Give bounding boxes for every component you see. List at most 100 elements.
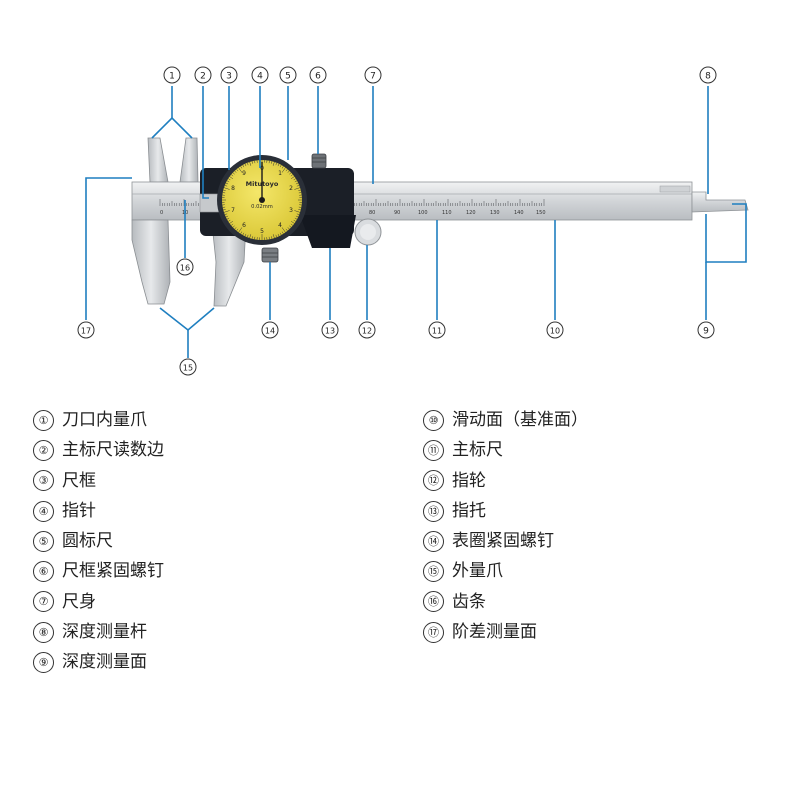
legend-number: ⑰	[423, 621, 444, 643]
legend-item: ⑯ 齿条	[423, 587, 588, 617]
dial-tick	[277, 163, 280, 167]
callout-badge-14: 14	[261, 321, 279, 339]
dial-tick	[298, 189, 301, 191]
dial-tick	[289, 172, 292, 175]
legend-label: 指针	[62, 500, 96, 521]
dial-number: 7	[231, 207, 235, 214]
legend-number: ⑮	[423, 561, 444, 583]
dial-tick	[229, 220, 234, 224]
callout-badge-17: 17	[77, 321, 95, 339]
scale-number: 130	[490, 210, 500, 216]
scale-number: 140	[514, 210, 524, 216]
legend-number: ⑯	[423, 591, 444, 613]
dial-tick	[242, 232, 245, 236]
legend-number: ⑫	[423, 470, 444, 492]
thumb-roller	[354, 218, 382, 246]
dial-tick	[240, 166, 243, 169]
callout-badge-15: 15	[179, 358, 197, 376]
legend-number: ⑬	[423, 500, 444, 522]
dial-tick	[225, 215, 229, 218]
dial-tick	[290, 223, 293, 226]
dial-tick	[238, 227, 243, 233]
callout-badge-9: 9	[697, 321, 715, 339]
dial-tick	[236, 169, 239, 172]
legend-label: 滑动面（基准面）	[452, 410, 588, 430]
dial-tick	[294, 187, 301, 190]
svg-text:10: 10	[550, 327, 560, 336]
legend-number: ⑪	[423, 439, 444, 461]
legend-label: 指托	[452, 500, 486, 521]
inside-jaws	[147, 137, 199, 183]
dial-tick	[247, 162, 249, 166]
legend-label: 齿条	[452, 591, 486, 612]
dial-tick	[272, 234, 275, 239]
dial-tick	[244, 163, 247, 167]
svg-text:8: 8	[705, 72, 711, 82]
legend-label: 圆标尺	[62, 531, 113, 552]
dial-tick	[249, 161, 252, 166]
dial-tick	[295, 182, 299, 185]
callout-badge-10: 10	[546, 321, 564, 339]
dial-resolution: 0.02mm	[251, 204, 273, 210]
legend-label: 尺身	[62, 591, 96, 612]
dial-tick	[247, 234, 249, 238]
dial-tick	[242, 164, 245, 168]
bezel-clamp-screw	[261, 247, 279, 263]
dial-ticks	[222, 160, 302, 240]
scale-number: 100	[418, 210, 428, 216]
dial-tick	[223, 187, 230, 190]
scale-number: 120	[466, 210, 476, 216]
dial-tick	[294, 217, 298, 220]
dial-tick	[223, 210, 230, 213]
dial-tick	[281, 167, 286, 173]
dial-number: 8	[231, 185, 235, 192]
dial-tick	[281, 231, 284, 234]
dial-tick	[249, 234, 252, 239]
callout-line-1	[151, 116, 193, 139]
dial: Mitutoyo 0.02mm 0 1 2 3 4 5 6 7 8 9	[217, 155, 307, 245]
dial-tick	[296, 213, 300, 215]
legend-number: ②	[33, 439, 54, 461]
legend-number: ⑭	[423, 530, 444, 552]
dial-tick	[234, 227, 237, 230]
legend-number: ③	[33, 470, 54, 492]
dial-tick	[298, 209, 301, 211]
scale-number: 0	[160, 210, 163, 216]
legend-label: 尺框	[62, 470, 96, 491]
dial-tick	[244, 233, 247, 237]
svg-text:16: 16	[180, 264, 190, 273]
callout-badge-12: 12	[358, 321, 376, 339]
callout-badge-7: 7	[364, 66, 382, 84]
dial-tick	[226, 180, 230, 183]
svg-text:5: 5	[285, 72, 291, 82]
svg-text:15: 15	[183, 364, 193, 373]
dial-tick	[285, 228, 288, 231]
caliper-illustration: 0 10 80 90 100 110 120 130 140 150	[77, 66, 749, 376]
dial-tick	[231, 174, 234, 177]
callout-lines	[85, 86, 747, 358]
callout-badge-16: 16	[176, 258, 194, 276]
svg-text:9: 9	[703, 327, 709, 337]
svg-text:11: 11	[432, 327, 442, 336]
dial-number: 3	[289, 207, 293, 214]
dial-tick	[287, 170, 290, 173]
dial-tick	[294, 210, 301, 213]
dial-tick	[232, 172, 235, 175]
legend-number: ⑤	[33, 530, 54, 552]
legend-item: ⑤ 圆标尺	[33, 526, 164, 556]
svg-text:7: 7	[370, 72, 376, 82]
dial-tick	[293, 178, 296, 181]
dial-tick	[275, 234, 277, 238]
legend-number: ①	[33, 409, 54, 431]
dial-tick	[228, 219, 231, 222]
dial-tick	[232, 225, 235, 228]
fixed-outside-jaw	[131, 219, 171, 305]
